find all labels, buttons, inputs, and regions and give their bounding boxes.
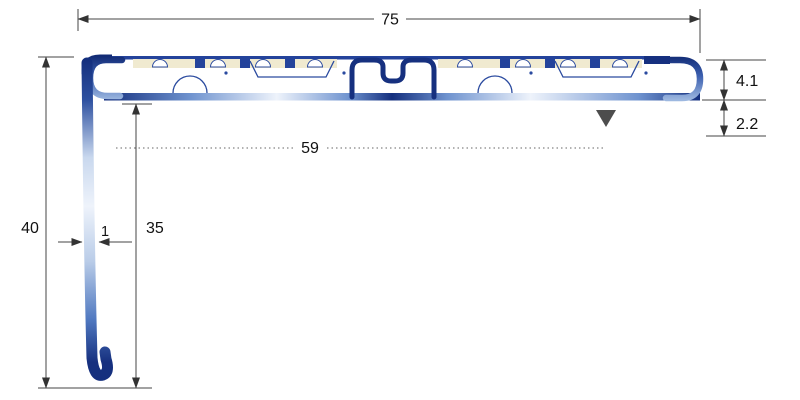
insert-dome bbox=[306, 59, 324, 68]
feature-dot bbox=[342, 71, 346, 75]
center-interlock-joint bbox=[349, 57, 437, 100]
channel-right bbox=[554, 60, 640, 78]
dim-inner-height-label: 35 bbox=[146, 220, 164, 237]
dim-overall-height: 40 bbox=[21, 56, 152, 389]
insert-separator bbox=[500, 56, 510, 68]
channel-left bbox=[249, 60, 335, 78]
depth-marker-icon bbox=[596, 110, 616, 127]
screw-port-arc-right bbox=[477, 75, 513, 94]
insert-separator bbox=[195, 56, 205, 68]
insert-separator bbox=[590, 56, 600, 68]
insert-separator bbox=[285, 56, 295, 68]
profile-body bbox=[81, 54, 704, 381]
screw-port-arc-left bbox=[172, 75, 208, 94]
antislip-insert-left bbox=[133, 56, 337, 68]
dim-overall-width: 75 bbox=[77, 9, 701, 53]
insert-dome bbox=[209, 59, 227, 68]
dim-overall-width-label: 75 bbox=[381, 12, 399, 29]
internal-features bbox=[172, 60, 648, 94]
dim-edge-height: 4.1 bbox=[702, 59, 766, 101]
dim-edge-height-label: 4.1 bbox=[736, 73, 758, 90]
dim-edge-drop-label: 2.2 bbox=[736, 116, 758, 133]
insert-dome bbox=[254, 59, 272, 68]
insert-separator bbox=[545, 56, 555, 68]
insert-separator bbox=[240, 56, 250, 68]
tread-bottom-band-left bbox=[104, 93, 392, 101]
insert-dome bbox=[151, 59, 169, 68]
feature-dot bbox=[644, 71, 648, 75]
left-edge-curl bbox=[86, 56, 126, 100]
tread-bottom-band-right bbox=[392, 93, 700, 101]
insert-dome bbox=[456, 59, 474, 68]
dim-wall-thickness: 1 bbox=[58, 224, 132, 246]
feature-dot bbox=[224, 71, 228, 75]
dim-inner-width: 59 bbox=[116, 140, 606, 157]
dim-inner-width-label: 59 bbox=[301, 140, 319, 157]
dim-overall-height-label: 40 bbox=[21, 220, 39, 237]
right-edge-top bbox=[644, 56, 670, 64]
tread-top-edge bbox=[108, 56, 668, 60]
vertical-leg bbox=[81, 57, 113, 381]
dim-inner-height: 35 bbox=[122, 103, 164, 389]
dim-edge-drop: 2.2 bbox=[706, 99, 766, 137]
right-edge-curl bbox=[660, 56, 704, 102]
dim-wall-thickness-label: 1 bbox=[101, 224, 109, 240]
antislip-insert-right bbox=[438, 56, 642, 68]
insert-dome bbox=[611, 59, 629, 68]
feature-dot bbox=[529, 71, 533, 75]
insert-dome bbox=[514, 59, 532, 68]
insert-dome bbox=[559, 59, 577, 68]
